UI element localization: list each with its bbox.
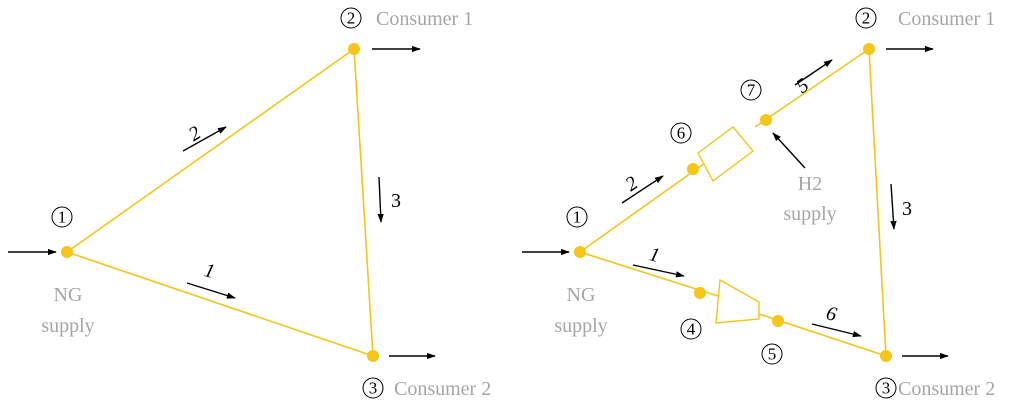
left-ng-supply-label-line1: NG xyxy=(54,284,83,306)
left-node-3: 3 xyxy=(362,377,384,399)
left-ng-supply-label-line2: supply xyxy=(41,315,94,337)
left-pipe-2-flow-arrow xyxy=(182,126,227,152)
right-pipe-3 xyxy=(868,48,887,357)
compressor-lower xyxy=(715,278,760,324)
right-node-5-number: 5 xyxy=(768,345,777,364)
right-pipe-1 xyxy=(579,251,719,297)
right-ng-supply-label-line2: supply xyxy=(554,315,607,337)
right-junction-6 xyxy=(687,163,699,175)
right-pipe-2 xyxy=(579,162,706,253)
right-h2-supply-label-line1: H2 xyxy=(798,173,822,195)
right-node-3-number: 3 xyxy=(882,379,891,398)
right-node-7-number: 7 xyxy=(747,81,756,100)
right-pipe-3-flow-arrow xyxy=(890,183,897,230)
right-pipe-1-label: 1 xyxy=(647,243,662,267)
right-junction-1 xyxy=(574,246,586,258)
right-junction-7 xyxy=(760,114,772,126)
right-junction-4 xyxy=(694,287,706,299)
right-pipe-1-flow-arrow xyxy=(632,264,685,278)
left-consumer-1-label: Consumer 1 xyxy=(376,8,473,30)
right-h2-supply-label-line2: supply xyxy=(783,203,836,225)
right-pipe-5-flow-arrow xyxy=(794,59,833,86)
right-node-2: 2 xyxy=(855,7,877,29)
left-pipe-3-label: 3 xyxy=(391,190,401,212)
right-junction-3 xyxy=(880,350,892,362)
left-node-2: 2 xyxy=(340,7,362,29)
right-node-3: 3 xyxy=(875,377,897,399)
right-pipe-3-label: 3 xyxy=(902,198,912,220)
left-pipe-2-label: 2 xyxy=(185,122,205,146)
right-node-6-number: 6 xyxy=(677,124,686,143)
right-pipe-5-label: 5 xyxy=(792,74,813,98)
left-network: 2 1 3 1 2 3 NG supply Consumer 1 Consume… xyxy=(8,7,491,400)
right-network: 2 5 1 6 3 1 2 3 4 5 6 xyxy=(522,7,995,400)
right-pipe-6-label: 6 xyxy=(824,302,839,326)
right-pipe-2-flow-arrow xyxy=(621,175,664,204)
left-pipe-3 xyxy=(353,48,374,357)
right-node-6: 6 xyxy=(670,122,692,144)
right-pipe-2-label: 2 xyxy=(621,172,642,196)
right-pipe-5 xyxy=(754,48,870,128)
left-pipe-1-label: 1 xyxy=(202,259,217,283)
right-consumer-1-label: Consumer 1 xyxy=(898,8,995,30)
left-junction-3 xyxy=(367,350,379,362)
right-node-5: 5 xyxy=(761,343,783,365)
right-node-4-number: 4 xyxy=(687,320,696,339)
right-consumer-2-label: Consumer 2 xyxy=(898,378,995,400)
right-node-1-number: 1 xyxy=(573,208,582,227)
left-pipe-1-flow-arrow xyxy=(186,282,236,299)
left-junction-2 xyxy=(348,43,360,55)
right-ng-supply-label-line1: NG xyxy=(567,284,596,306)
right-node-4: 4 xyxy=(680,318,702,340)
compressor-upper xyxy=(697,126,755,183)
left-node-3-number: 3 xyxy=(369,379,378,398)
right-h2-supply-arrow xyxy=(772,132,806,169)
right-node-7: 7 xyxy=(740,79,762,101)
right-node-1: 1 xyxy=(566,206,588,228)
left-pipe-2 xyxy=(66,48,355,253)
right-pipe-6-flow-arrow xyxy=(811,323,862,338)
right-junction-2 xyxy=(863,43,875,55)
left-pipe-1 xyxy=(66,251,374,357)
right-node-2-number: 2 xyxy=(862,9,871,28)
left-node-2-number: 2 xyxy=(347,9,356,28)
left-consumer-2-label: Consumer 2 xyxy=(394,378,491,400)
left-node-1: 1 xyxy=(51,206,73,228)
right-junction-5 xyxy=(772,315,784,327)
left-junction-1 xyxy=(61,246,73,258)
left-pipe-3-flow-arrow xyxy=(377,176,384,223)
left-node-1-number: 1 xyxy=(58,208,67,227)
